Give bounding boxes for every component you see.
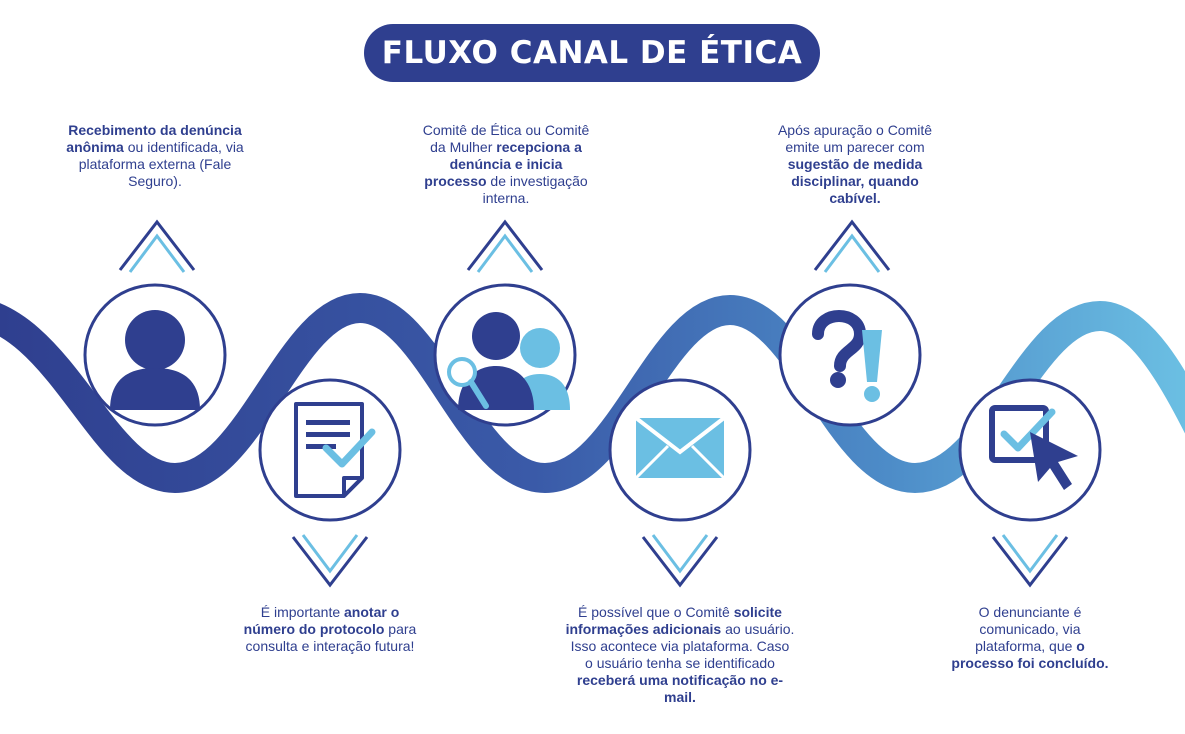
- step-text-segment: solicite informações adicionais: [565, 604, 782, 637]
- step-4-circle: [608, 378, 752, 522]
- up-chevron-1-icon: [118, 219, 196, 273]
- up-chevron-3-icon: [466, 219, 544, 273]
- step-1-text: Recebimento da denúncia anônima ou ident…: [55, 122, 255, 190]
- step-5-circle: [778, 283, 922, 427]
- question-exclamation-icon: [812, 310, 882, 402]
- step-5-text: Após apuração o Comitê emite um parecer …: [770, 122, 940, 207]
- up-chevron-5-icon: [813, 219, 891, 273]
- step-1-circle: [83, 283, 227, 427]
- step-4-text: É possível que o Comitê solicite informa…: [565, 604, 795, 706]
- step-text-segment: para consulta e interação futura!: [245, 621, 417, 654]
- step-text-segment: ao usuário. Isso acontece via plataforma…: [570, 621, 795, 671]
- down-chevron-6-icon: [991, 534, 1069, 588]
- step-text-segment: É possível que o Comitê: [578, 604, 734, 620]
- step-text-segment: recepciona a denúncia e inicia processo: [424, 139, 582, 189]
- step-text-segment: ou identificada, via plataforma externa …: [78, 139, 244, 189]
- down-chevron-4-icon: [641, 534, 719, 588]
- step-text-segment: de investigação interna.: [482, 173, 588, 206]
- step-3-text: Comitê de Ética ou Comitê da Mulher rece…: [420, 122, 592, 207]
- checkbox-cursor-icon: [989, 405, 1078, 490]
- step-text-segment: É importante: [260, 604, 345, 620]
- step-2-text: É importante anotar o número do protocol…: [240, 604, 420, 655]
- step-text-segment: o processo foi concluído.: [951, 638, 1109, 671]
- step-6-text: O denunciante é comunicado, via platafor…: [950, 604, 1110, 672]
- page-title: FLUXO CANAL DE ÉTICA: [364, 24, 820, 82]
- step-6-circle: [958, 378, 1102, 522]
- person-icon: [110, 310, 200, 410]
- step-text-segment: anotar o número do protocolo: [243, 604, 400, 637]
- step-2-circle: [258, 378, 402, 522]
- step-text-segment: O denunciante é comunicado, via platafor…: [975, 604, 1082, 654]
- step-text-segment: receberá uma notificação no e-mail.: [576, 672, 784, 705]
- envelope-icon: [634, 416, 726, 480]
- step-text-segment: Recebimento da denúncia anônima: [66, 122, 242, 155]
- step-3-circle: [433, 283, 577, 427]
- document-check-icon: [294, 402, 376, 498]
- step-text-segment: sugestão de medida disciplinar, quando c…: [787, 156, 923, 206]
- people-magnifier-icon: [447, 312, 570, 410]
- step-text-segment: Após apuração o Comitê emite um parecer …: [777, 122, 933, 155]
- step-text-segment: Comitê de Ética ou Comitê da Mulher: [422, 122, 590, 155]
- down-chevron-2-icon: [291, 534, 369, 588]
